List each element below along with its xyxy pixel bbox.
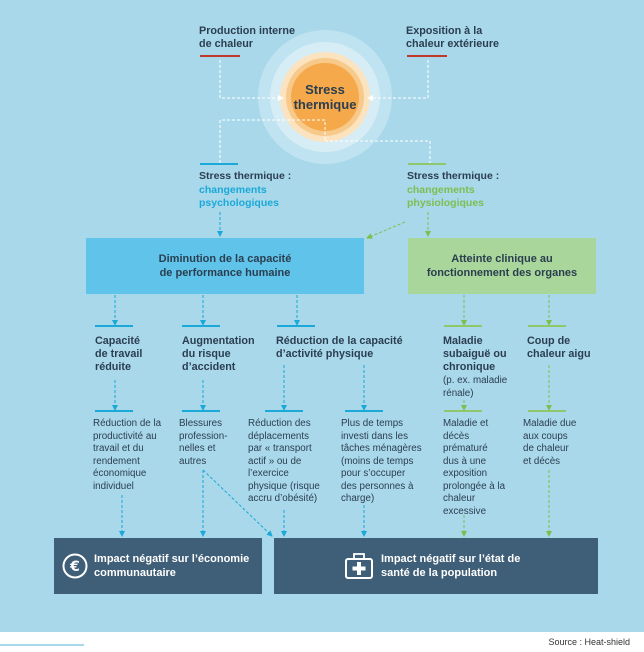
internal-heat-underline xyxy=(200,55,240,57)
economy-impact-label: Impact négatif sur l’économie communauta… xyxy=(94,553,250,579)
work-header: Capacité de travail réduite xyxy=(95,335,143,373)
psy-lead-label: Stress thermique : xyxy=(199,170,292,182)
phys-underline xyxy=(408,163,446,165)
performance-box: Diminution de la capacité de performance… xyxy=(86,238,364,294)
external-heat-underline xyxy=(407,55,447,57)
psy-underline xyxy=(200,163,238,165)
source-credit: Source : Heat-shield xyxy=(548,637,630,647)
work-underline xyxy=(95,325,133,327)
accident-header: Augmentation du risque d’accident xyxy=(182,335,255,373)
heatstroke-header: Coup de chaleur aigu xyxy=(527,335,591,360)
travel-detail: Réduction des déplacements par « transpo… xyxy=(248,418,320,504)
svg-text:€: € xyxy=(69,559,80,575)
travel-underline xyxy=(265,410,303,412)
phys-lead-label: Stress thermique : xyxy=(407,170,500,182)
health-impact-label: Impact négatif sur l’état de santé de la… xyxy=(381,553,521,579)
heatstroke-underline xyxy=(528,325,566,327)
productivity-detail: Réduction de la productivité au travail … xyxy=(93,418,162,492)
injuries-underline xyxy=(182,410,220,412)
external-heat-label: Exposition à la chaleur extérieure xyxy=(406,25,500,50)
performance-box-label: Diminution de la capacité de performance… xyxy=(158,253,292,279)
disease-note: (p. ex. maladie rénale) xyxy=(443,375,508,399)
productivity-underline xyxy=(95,410,133,412)
heat-deaths-detail: Maladie due aux coups de chaleur et décè… xyxy=(523,418,577,467)
disease-underline xyxy=(444,325,482,327)
phys-sub-label: changements physiologiques xyxy=(407,184,485,209)
activity-underline xyxy=(277,325,315,327)
heat-deaths-underline xyxy=(528,410,566,412)
clinical-box: Atteinte clinique au fonctionnement des … xyxy=(408,238,596,294)
euro-icon: € xyxy=(62,553,88,579)
accident-underline xyxy=(182,325,220,327)
source-divider xyxy=(0,644,84,646)
disease-header: Maladie subaiguë ou chronique xyxy=(443,335,507,373)
internal-heat-label: Production interne de chaleur xyxy=(199,25,295,50)
deaths-underline xyxy=(444,410,482,412)
injuries-detail: Blessures profession- nelles et autres xyxy=(179,418,228,467)
deaths-detail: Maladie et décès prématuré dus à une exp… xyxy=(443,418,506,517)
sun-icon xyxy=(258,30,392,164)
activity-header: Réduction de la capacité d’activité phys… xyxy=(276,335,403,360)
psy-sub-label: changements psychologiques xyxy=(199,184,279,209)
chores-detail: Plus de temps investi dans les tâches mé… xyxy=(341,418,422,504)
connector-lines xyxy=(112,30,552,537)
first-aid-kit-icon xyxy=(345,553,373,579)
health-impact-box: Impact négatif sur l’état de santé de la… xyxy=(274,538,598,594)
clinical-box-label: Atteinte clinique au fonctionnement des … xyxy=(426,253,578,279)
economy-impact-box: € Impact négatif sur l’économie communau… xyxy=(54,538,262,594)
thermal-stress-center-label: Stress thermique xyxy=(293,82,357,112)
chores-underline xyxy=(345,410,383,412)
